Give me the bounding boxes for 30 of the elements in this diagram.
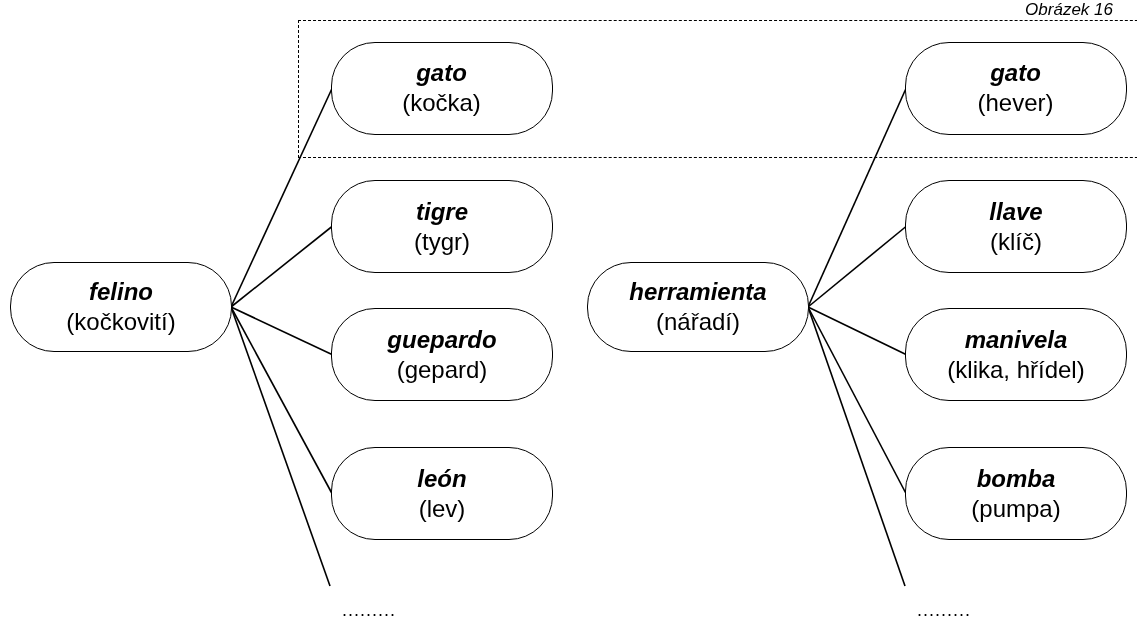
connector-line — [807, 306, 907, 356]
term-text: gato — [990, 58, 1041, 88]
term-text: felino — [89, 277, 153, 307]
ellipsis-text: ......... — [342, 600, 396, 620]
translation-text: (gepard) — [396, 354, 488, 385]
translation-text: (klíč) — [990, 226, 1042, 257]
translation-text: (tygr) — [414, 226, 470, 257]
translation-text: (kočka) — [402, 88, 481, 118]
term-text: león — [417, 463, 467, 494]
connector-line — [230, 225, 333, 308]
ellipsis-text: ......... — [917, 600, 971, 620]
connector-line — [807, 225, 907, 308]
term-text: tigre — [416, 196, 468, 227]
translation-text: (pumpa) — [971, 493, 1061, 524]
term-text: llave — [989, 196, 1043, 227]
figure-caption: Obrázek 16 — [1025, 0, 1113, 20]
translation-text: (kočkovití) — [66, 307, 176, 337]
translation-text: (hever) — [977, 88, 1054, 118]
connector-line — [230, 306, 333, 356]
term-text: manivela — [964, 324, 1068, 355]
term-text: bomba — [976, 463, 1056, 494]
translation-text: (klika, hřídel) — [947, 354, 1085, 385]
translation-text: (nářadí) — [655, 307, 740, 337]
connector-line — [807, 306, 907, 495]
term-text: herramienta — [629, 277, 767, 307]
translation-text: (lev) — [418, 493, 466, 524]
dashed-frame — [298, 20, 1137, 158]
term-text: guepardo — [387, 324, 497, 355]
connector-line — [230, 306, 333, 495]
term-text: gato — [416, 58, 467, 88]
